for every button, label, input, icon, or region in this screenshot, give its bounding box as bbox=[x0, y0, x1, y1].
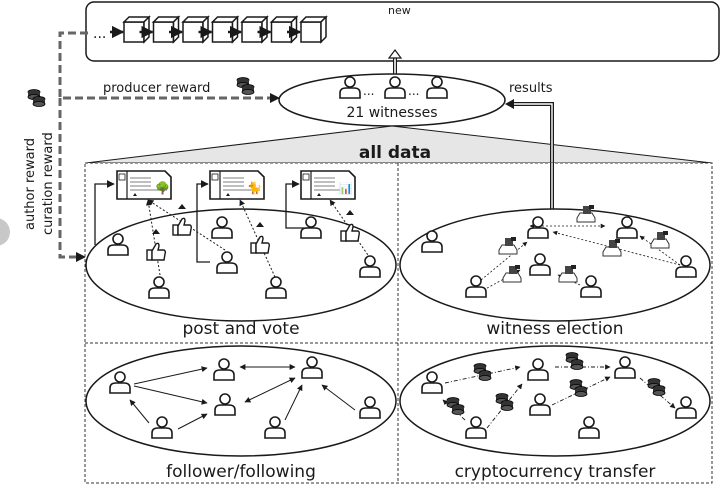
block-chain bbox=[110, 16, 327, 43]
new-block-label: new bbox=[388, 4, 411, 17]
block-icon bbox=[152, 16, 180, 43]
coins-icon bbox=[236, 77, 255, 95]
author-reward-label: author reward bbox=[23, 138, 38, 230]
cat-icon: 🐈 bbox=[247, 181, 262, 195]
panel-witness-election: witness election bbox=[399, 204, 711, 339]
panel-label: post and vote bbox=[182, 319, 299, 339]
panel-label: follower/following bbox=[166, 462, 316, 482]
panel-follower-following: follower/following bbox=[85, 345, 397, 482]
block-icon bbox=[123, 16, 150, 43]
all-data-label: all data bbox=[359, 143, 431, 163]
tree-icon: 🌳 bbox=[155, 180, 170, 195]
witness-dots: ... bbox=[408, 84, 419, 98]
witnesses-label: 21 witnesses bbox=[346, 105, 437, 121]
coins-icon bbox=[27, 89, 46, 107]
block-icon bbox=[241, 16, 268, 43]
panel-label: witness election bbox=[486, 319, 623, 339]
author-curation-reward-arrow bbox=[58, 98, 86, 262]
witness-dots: ... bbox=[363, 84, 374, 98]
side-handle bbox=[0, 218, 10, 246]
bar-chart-icon: 📊 bbox=[339, 182, 353, 195]
panel-cryptocurrency-transfer: cryptocurrency transfer bbox=[399, 345, 711, 482]
block-icon bbox=[211, 16, 239, 43]
chain-ellipsis: ... bbox=[93, 26, 106, 42]
producer-reward-label: producer reward bbox=[103, 81, 210, 96]
panel-label: cryptocurrency transfer bbox=[455, 462, 656, 482]
panel-post-and-vote: 🌳 🐈 📊 post and vote bbox=[85, 170, 397, 339]
results-label: results bbox=[509, 81, 553, 96]
curation-reward-label: curation reward bbox=[41, 132, 56, 235]
block-icon bbox=[182, 16, 209, 43]
producer-reward-arrow bbox=[58, 31, 280, 103]
new-block-icon bbox=[300, 16, 327, 43]
block-icon bbox=[270, 16, 298, 43]
